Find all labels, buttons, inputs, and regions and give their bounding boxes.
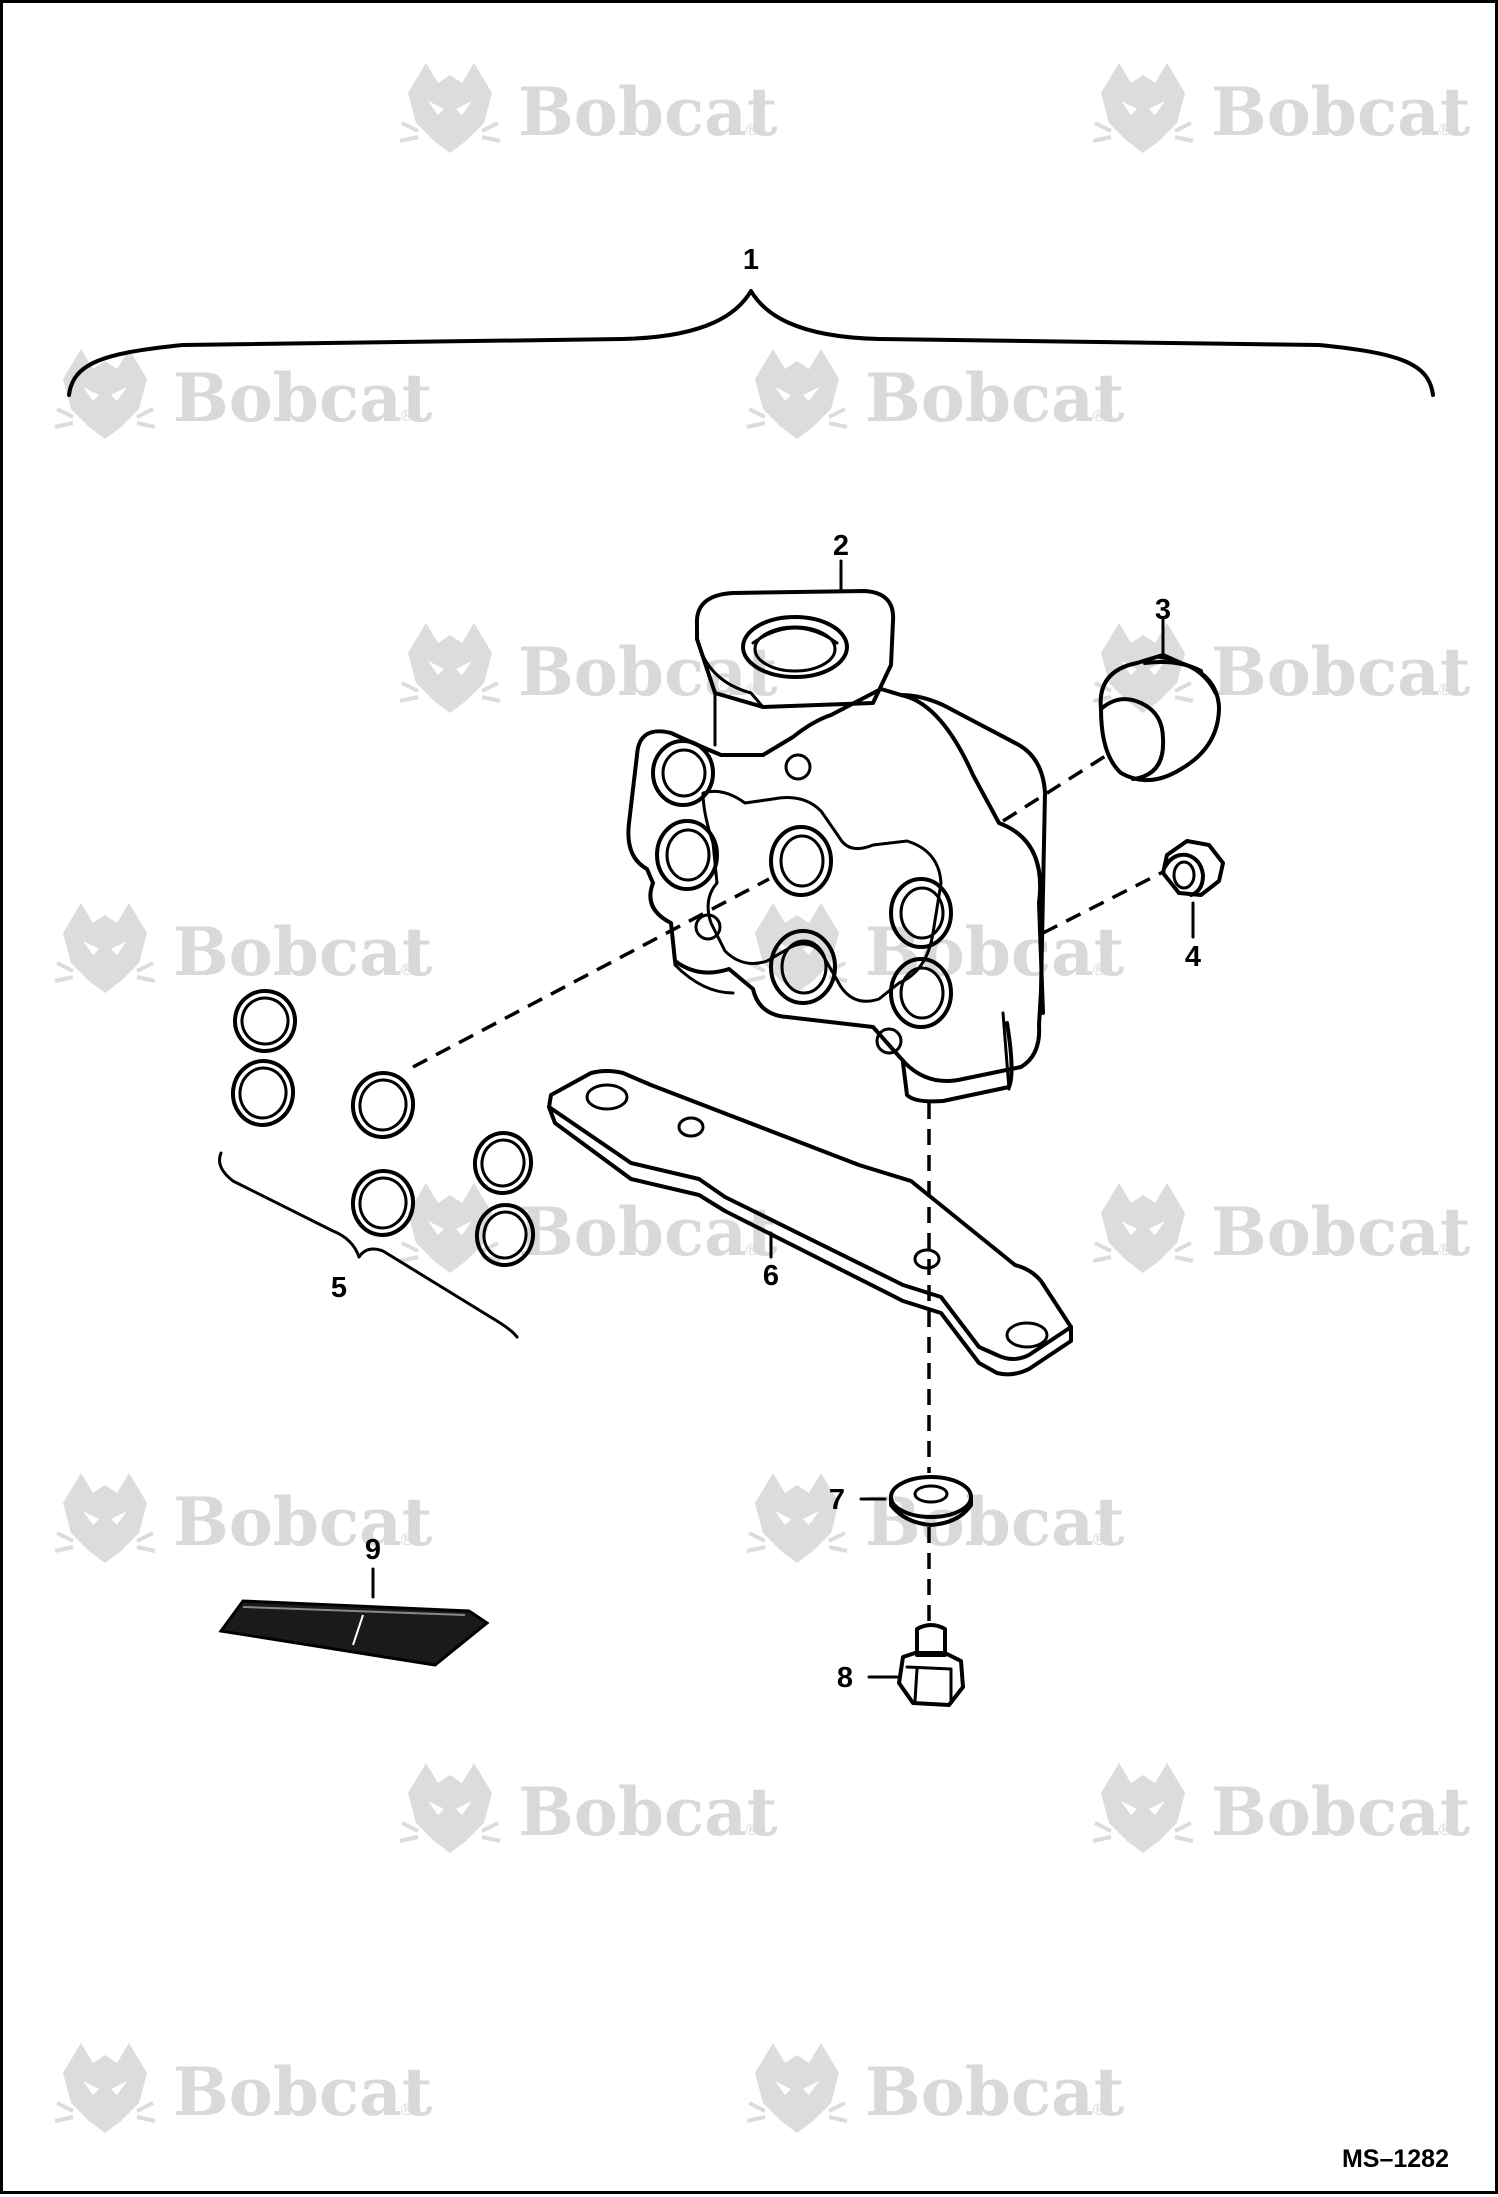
watermark-registered-mark: ® bbox=[744, 680, 760, 699]
assembly-bracket bbox=[67, 289, 1435, 397]
watermark-registered-mark: ® bbox=[744, 1820, 760, 1839]
bobcat-watermark: Bobcat® bbox=[53, 347, 433, 441]
bobcat-watermark: Bobcat® bbox=[745, 2041, 1125, 2135]
bobcat-watermark: Bobcat® bbox=[1091, 1761, 1471, 1855]
o-ring-bracket bbox=[218, 1151, 519, 1339]
callout-6: 6 bbox=[763, 1260, 779, 1292]
bobcat-watermark: Bobcat® bbox=[398, 61, 778, 155]
callout-3: 3 bbox=[1155, 594, 1171, 626]
bolt bbox=[897, 1623, 965, 1707]
bobcat-logo-icon bbox=[398, 1761, 502, 1855]
plug bbox=[1098, 653, 1221, 783]
watermark-registered-mark: ® bbox=[1437, 680, 1453, 699]
callout-2: 2 bbox=[833, 530, 849, 562]
washer bbox=[889, 1475, 973, 1527]
o-ring-set bbox=[230, 989, 536, 1267]
brand-watermark-layer: Bobcat®Bobcat®Bobcat®Bobcat®Bobcat®Bobca… bbox=[53, 61, 1471, 2135]
watermark-brand-text: Bobcat bbox=[1211, 1193, 1471, 1271]
valve-section-body bbox=[626, 589, 1047, 1104]
watermark-brand-text: Bobcat bbox=[518, 1773, 778, 1851]
watermark-registered-mark: ® bbox=[744, 120, 760, 139]
watermark-registered-mark: ® bbox=[1437, 1820, 1453, 1839]
watermark-brand-text: Bobcat bbox=[1211, 633, 1471, 711]
nut bbox=[1161, 839, 1225, 897]
watermark-registered-mark: ® bbox=[399, 2100, 415, 2119]
bobcat-logo-icon bbox=[745, 2041, 849, 2135]
bobcat-logo-icon bbox=[745, 347, 849, 441]
watermark-registered-mark: ® bbox=[1091, 406, 1107, 425]
watermark-registered-mark: ® bbox=[399, 406, 415, 425]
assembly-line-plug bbox=[1002, 753, 1108, 823]
bobcat-watermark: Bobcat® bbox=[53, 2041, 433, 2135]
callout-4: 4 bbox=[1185, 941, 1201, 973]
bobcat-logo-icon bbox=[398, 61, 502, 155]
callout-1: 1 bbox=[743, 244, 759, 276]
watermark-registered-mark: ® bbox=[399, 960, 415, 979]
drawing-number: MS–1282 bbox=[1342, 2145, 1449, 2173]
bobcat-watermark: Bobcat® bbox=[398, 621, 778, 715]
bobcat-watermark: Bobcat® bbox=[745, 347, 1125, 441]
bobcat-logo-icon bbox=[53, 2041, 157, 2135]
watermark-brand-text: Bobcat bbox=[518, 1193, 778, 1271]
seal-strip bbox=[218, 1599, 490, 1667]
watermark-registered-mark: ® bbox=[399, 1530, 415, 1549]
bobcat-watermark: Bobcat® bbox=[1091, 1181, 1471, 1275]
watermark-brand-text: Bobcat bbox=[173, 2053, 433, 2131]
watermark-brand-text: Bobcat bbox=[173, 359, 433, 437]
bobcat-watermark: Bobcat® bbox=[1091, 61, 1471, 155]
bobcat-watermark: Bobcat® bbox=[1091, 621, 1471, 715]
bobcat-logo-icon bbox=[1091, 621, 1195, 715]
callout-7: 7 bbox=[829, 1484, 845, 1516]
watermark-brand-text: Bobcat bbox=[173, 913, 433, 991]
callout-8: 8 bbox=[837, 1662, 853, 1694]
assembly-line-o-ring bbox=[412, 877, 770, 1069]
watermark-brand-text: Bobcat bbox=[865, 1483, 1125, 1561]
assembly-line-nut bbox=[1042, 869, 1166, 935]
watermark-registered-mark: ® bbox=[744, 1240, 760, 1259]
bobcat-watermark: Bobcat® bbox=[398, 1181, 778, 1275]
watermark-registered-mark: ® bbox=[1437, 1240, 1453, 1259]
bobcat-logo-icon bbox=[53, 901, 157, 995]
mounting-plate bbox=[547, 1069, 1073, 1377]
bobcat-watermark: Bobcat® bbox=[398, 1761, 778, 1855]
watermark-brand-text: Bobcat bbox=[518, 73, 778, 151]
callout-5: 5 bbox=[331, 1272, 347, 1304]
watermark-registered-mark: ® bbox=[1091, 1530, 1107, 1549]
bobcat-watermark: Bobcat® bbox=[745, 1471, 1125, 1565]
watermark-brand-text: Bobcat bbox=[173, 1483, 433, 1561]
watermark-brand-text: Bobcat bbox=[865, 359, 1125, 437]
bobcat-logo-icon bbox=[398, 621, 502, 715]
watermark-registered-mark: ® bbox=[1437, 120, 1453, 139]
bobcat-logo-icon bbox=[1091, 1761, 1195, 1855]
bobcat-watermark: Bobcat® bbox=[53, 901, 433, 995]
bobcat-watermark: Bobcat® bbox=[53, 1471, 433, 1565]
watermark-brand-text: Bobcat bbox=[1211, 73, 1471, 151]
callout-9: 9 bbox=[365, 1534, 381, 1566]
bobcat-logo-icon bbox=[1091, 1181, 1195, 1275]
bobcat-logo-icon bbox=[53, 1471, 157, 1565]
watermark-registered-mark: ® bbox=[1091, 960, 1107, 979]
exploded-parts-drawing: Bobcat®Bobcat®Bobcat®Bobcat®Bobcat®Bobca… bbox=[53, 61, 1471, 2173]
watermark-brand-text: Bobcat bbox=[865, 2053, 1125, 2131]
watermark-brand-text: Bobcat bbox=[1211, 1773, 1471, 1851]
watermark-registered-mark: ® bbox=[1091, 2100, 1107, 2119]
bobcat-logo-icon bbox=[1091, 61, 1195, 155]
